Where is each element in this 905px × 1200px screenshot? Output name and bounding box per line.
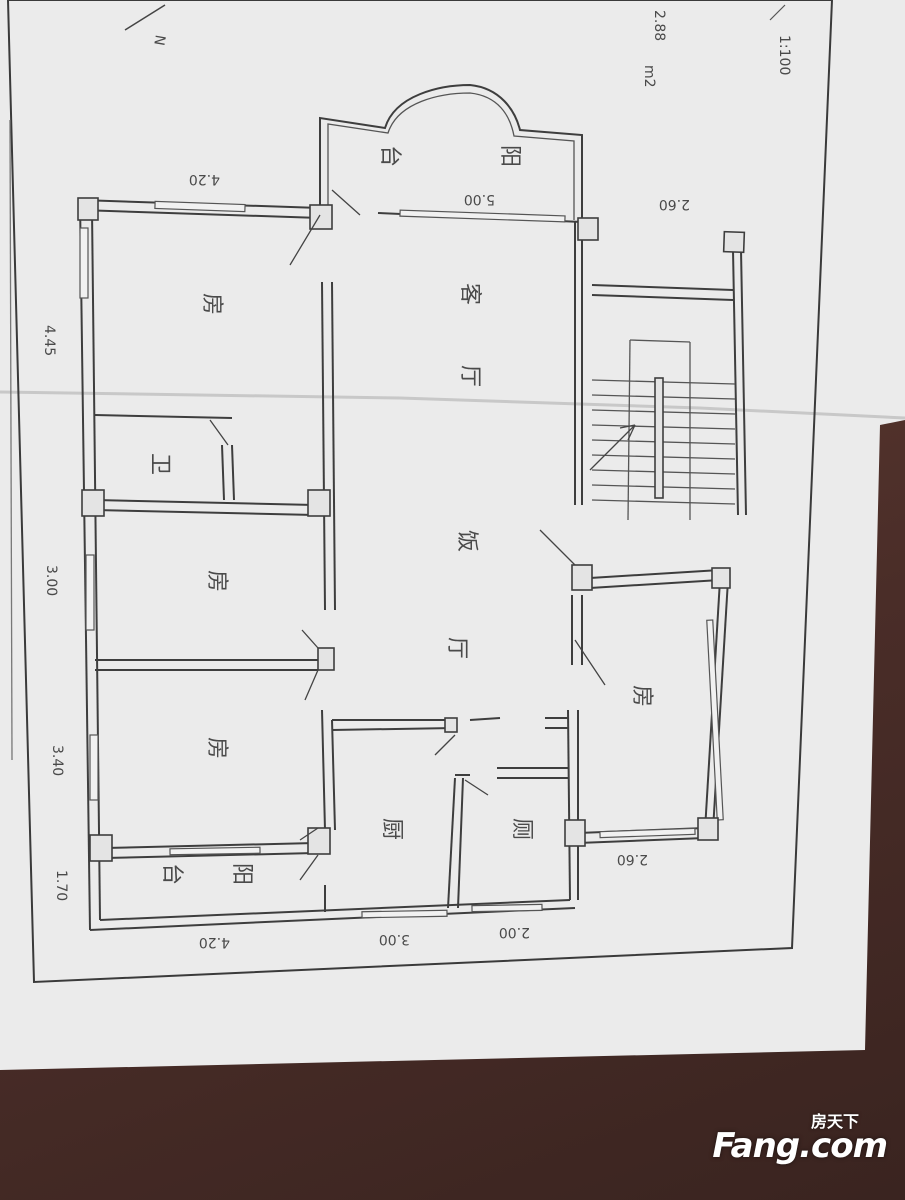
dimension-top-left: 4.20: [189, 171, 220, 187]
north-mark-label: N: [150, 34, 168, 47]
room-label-balcony-bottom-1: 阳: [229, 863, 254, 885]
room-label-bedroom-top: 房: [199, 293, 224, 315]
door-swings[interactable]: [209, 189, 606, 881]
paper-edge-line: [9, 119, 13, 761]
room-label-bath-small: 卫: [147, 453, 172, 475]
dimension-bottom-1: 4.20: [199, 934, 230, 950]
room-label-bedroom-bottom: 房: [204, 737, 229, 759]
dimension-top-balcony: 5.00: [464, 191, 495, 207]
dimension-left-2: 3.00: [43, 565, 59, 596]
area-unit: m2: [641, 65, 657, 88]
drawing-border: [6, 0, 834, 984]
dimension-bottom-3: 2.00: [499, 924, 530, 940]
paper-fold-line: [0, 390, 905, 420]
room-label-dining-1: 饭: [454, 530, 479, 552]
room-label-toilet: 厕: [509, 818, 534, 840]
dimension-right-room: 2.60: [617, 851, 648, 867]
north-arrow: N: [124, 4, 168, 47]
dimension-left-1: 4.45: [41, 325, 57, 356]
dimension-top-right: 2.60: [659, 196, 690, 212]
room-label-bedroom-right: 房: [629, 685, 654, 707]
room-label-living-1: 客: [457, 283, 482, 305]
top-balcony-outline[interactable]: [319, 83, 583, 220]
windows: [79, 200, 566, 919]
room-label-living-2: 厅: [457, 365, 482, 387]
right-bedroom-walls[interactable]: [571, 569, 729, 844]
area-value: 2.88: [651, 10, 667, 41]
structural-columns: [77, 197, 731, 862]
stairwell[interactable]: [589, 230, 747, 521]
paper-sheet: [0, 0, 905, 1070]
room-label-balcony-bottom-2: 台: [159, 863, 184, 885]
room-label-bedroom-mid: 房: [204, 570, 229, 592]
dimension-left-4: 1.70: [53, 870, 69, 901]
room-label-balcony-top-1: 阳: [497, 145, 522, 167]
internal-walls[interactable]: [94, 281, 579, 912]
room-label-balcony-top-2: 台: [377, 145, 402, 167]
site-watermark: 房天下 Fang.com: [707, 1108, 888, 1178]
dimension-left-3: 3.40: [49, 745, 65, 776]
scale-label: 1:100: [776, 35, 792, 75]
dimension-bottom-2: 3.00: [379, 931, 410, 947]
room-label-kitchen: 厨: [379, 818, 404, 840]
room-label-dining-2: 厅: [444, 637, 469, 659]
watermark-chinese: 房天下: [810, 1112, 859, 1131]
watermark-english: Fang.com: [712, 1126, 888, 1166]
